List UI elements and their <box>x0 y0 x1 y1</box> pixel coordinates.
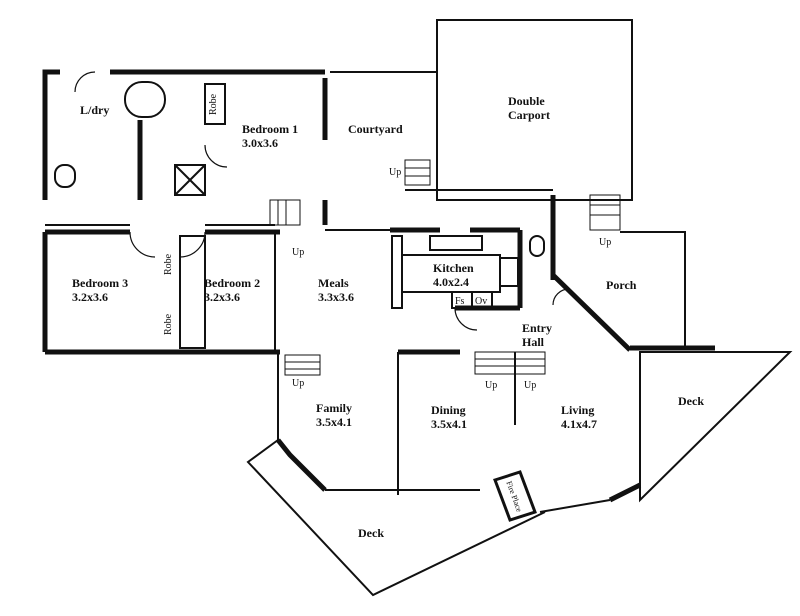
room-dining-label: Dining <box>431 403 466 417</box>
robe-bedroom3-label: Robe <box>163 253 175 276</box>
stairs <box>269 159 621 376</box>
room-bedroom2-label: Bedroom 2 <box>204 276 261 290</box>
fireplace <box>493 470 537 522</box>
room-entry-label: Entry <box>522 321 552 335</box>
robe-bedroom1-label: Robe <box>208 93 220 116</box>
stairs-up-family: Up <box>292 378 305 389</box>
room-family-size: 3.5x4.1 <box>316 415 352 429</box>
room-bedroom2-size: 3.2x3.6 <box>204 290 240 304</box>
stairs-up-porch: Up <box>599 237 612 248</box>
door-swings <box>74 71 570 331</box>
room-porch-label: Porch <box>606 278 637 292</box>
room-laundry-label: L/dry <box>80 103 110 117</box>
room-courtyard-label: Courtyard <box>348 122 403 136</box>
room-living-size: 4.1x4.7 <box>561 417 597 431</box>
room-dining-size: 3.5x4.1 <box>431 417 467 431</box>
room-bedroom1-size: 3.0x3.6 <box>242 136 278 150</box>
deck-right-label: Deck <box>678 394 704 408</box>
room-kitchen-label: Kitchen <box>433 261 474 275</box>
thick-walls <box>42 69 715 503</box>
room-carport-label: Double <box>508 94 545 108</box>
room-living-label: Living <box>561 403 595 417</box>
room-meals-label: Meals <box>318 276 349 290</box>
stairs-up-living: Up <box>524 380 537 391</box>
room-family-label: Family <box>316 401 352 415</box>
stairs-up-meals: Up <box>292 247 305 258</box>
room-bedroom1-label: Bedroom 1 <box>242 122 299 136</box>
room-carport-label-2: Carport <box>508 108 550 122</box>
room-entry-label-2: Hall <box>522 335 545 349</box>
thin-walls <box>45 19 793 597</box>
deck-bottom-label: Deck <box>358 526 384 540</box>
room-meals-size: 3.3x3.6 <box>318 290 354 304</box>
room-bedroom3-size: 3.2x3.6 <box>72 290 108 304</box>
robe-bedroom2-label: Robe <box>163 313 175 336</box>
stairs-up-dining: Up <box>485 380 498 391</box>
room-bedroom3-label: Bedroom 3 <box>72 276 129 290</box>
stairs-up-courtyard: Up <box>389 167 402 178</box>
room-kitchen-size: 4.0x2.4 <box>433 275 469 289</box>
fridge-label: Fs <box>455 296 465 307</box>
oven-label: Ov <box>475 296 488 307</box>
